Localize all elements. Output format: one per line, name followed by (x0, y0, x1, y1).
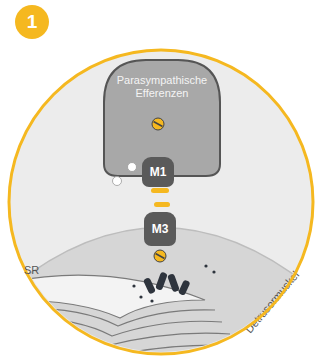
messenger-circle (152, 118, 164, 130)
receptor-label: M3 (144, 212, 176, 246)
messenger-circle (154, 250, 166, 262)
ligand-dash (151, 188, 169, 193)
calcium-dots (132, 264, 215, 302)
second-messenger-symbol (152, 118, 166, 262)
sr-membrane (10, 318, 222, 336)
calcium-dot (212, 270, 215, 273)
vesicle-circle (128, 163, 137, 172)
calcium-channels (143, 272, 191, 296)
callout-number: 1 (15, 5, 49, 39)
badge-circle (15, 5, 49, 39)
terminal-label: Parasympathische Efferenzen (104, 74, 220, 100)
calcium-dot (150, 299, 153, 302)
channel-symbol (143, 277, 156, 294)
messenger-stripe (156, 254, 165, 259)
structure-label: SR (24, 264, 39, 276)
calcium-dot (132, 284, 135, 287)
channel-symbol (178, 279, 191, 296)
calcium-dot (204, 264, 207, 267)
receptor-box: M1 (142, 157, 174, 187)
sr-membrane (10, 308, 215, 326)
calcium-dot (139, 295, 142, 298)
nerve-terminal: Parasympathische EfferenzenM1 (104, 60, 220, 178)
sr-membrane (10, 275, 205, 318)
channel-symbol (167, 273, 180, 292)
frame-ring (9, 50, 313, 354)
sr-membrane (20, 340, 240, 358)
messenger-stripe (154, 122, 163, 127)
receptor-box: M3 (144, 212, 176, 246)
channel-symbol (155, 272, 168, 291)
muscle-shape (8, 228, 314, 358)
sarcoplasmic-reticulum (10, 275, 240, 358)
ligand-dash (154, 202, 170, 207)
vesicle-circle (113, 177, 122, 186)
muscle-cell: DetrusormuskelM3 (8, 220, 314, 358)
receptor-label: M1 (142, 157, 174, 187)
acetylcholine (113, 163, 171, 208)
sr-membrane (10, 328, 230, 346)
